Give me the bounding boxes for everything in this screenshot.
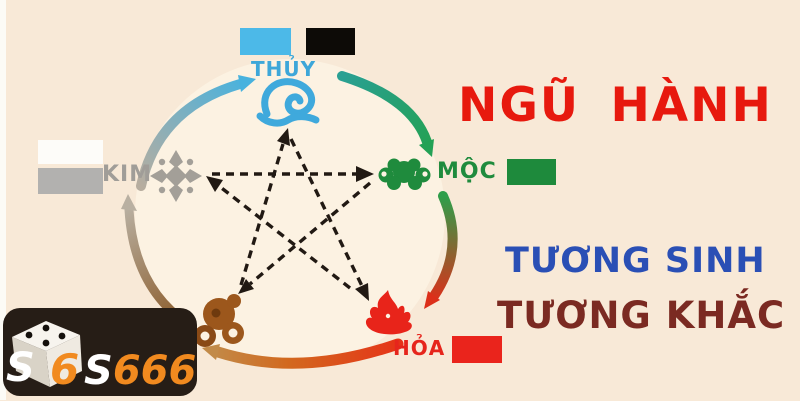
s666-logo-art: S 6 S666 bbox=[3, 308, 197, 396]
element-label-moc: MỘC bbox=[437, 159, 497, 184]
khac-arrow-tho-to-thuy bbox=[239, 128, 290, 286]
logo-dice-letter: S bbox=[6, 345, 35, 391]
khac-arrow-kim-to-moc bbox=[212, 166, 374, 182]
fire-flame-icon bbox=[365, 290, 412, 335]
khac-arrow-thuy-to-hoa bbox=[289, 138, 369, 301]
logo-brand-666: 666 bbox=[113, 348, 197, 394]
metal-sparkle-icon bbox=[150, 150, 202, 202]
water-swirl-icon bbox=[256, 78, 320, 127]
wood-tree-icon bbox=[378, 153, 431, 190]
khac-arrow-hoa-to-kim bbox=[206, 176, 352, 290]
khac-cycle-arrows bbox=[206, 128, 374, 301]
legend-swatch-moc-green bbox=[507, 159, 556, 185]
legend-swatch-thuy-cyan bbox=[240, 28, 291, 55]
logo-dice-number: 6 bbox=[50, 345, 79, 394]
legend-swatch-hoa-red bbox=[452, 336, 502, 363]
element-label-thuy: THỦY bbox=[251, 57, 317, 81]
sinh-arrow-hoa-to-tho bbox=[202, 338, 404, 369]
image-left-border bbox=[0, 0, 6, 400]
element-label-hoa: HỎA bbox=[393, 336, 446, 360]
logo-brand-text: S666 bbox=[84, 348, 196, 394]
caption-tuong-sinh: TƯƠNG SINH bbox=[505, 241, 766, 281]
legend-swatch-kim-white bbox=[38, 140, 103, 164]
earth-rocks-icon bbox=[194, 294, 244, 347]
caption-tuong-khac: TƯƠNG KHẮC bbox=[497, 294, 786, 337]
sinh-arrow-moc-to-hoa bbox=[424, 191, 458, 309]
khac-arrow-moc-to-tho bbox=[238, 181, 372, 294]
s666-logo: S 6 S666 bbox=[2, 307, 198, 397]
sinh-arrow-thuy-to-moc bbox=[337, 71, 434, 157]
page-title: NGŨ HÀNH bbox=[458, 78, 773, 133]
legend-swatch-kim-gray bbox=[38, 168, 103, 194]
sinh-arrow-kim-to-thuy bbox=[136, 75, 256, 191]
logo-brand-s: S bbox=[84, 348, 113, 394]
element-label-kim: KIM bbox=[102, 162, 153, 187]
dice-icon bbox=[12, 321, 82, 387]
legend-swatch-thuy-black bbox=[306, 28, 355, 55]
